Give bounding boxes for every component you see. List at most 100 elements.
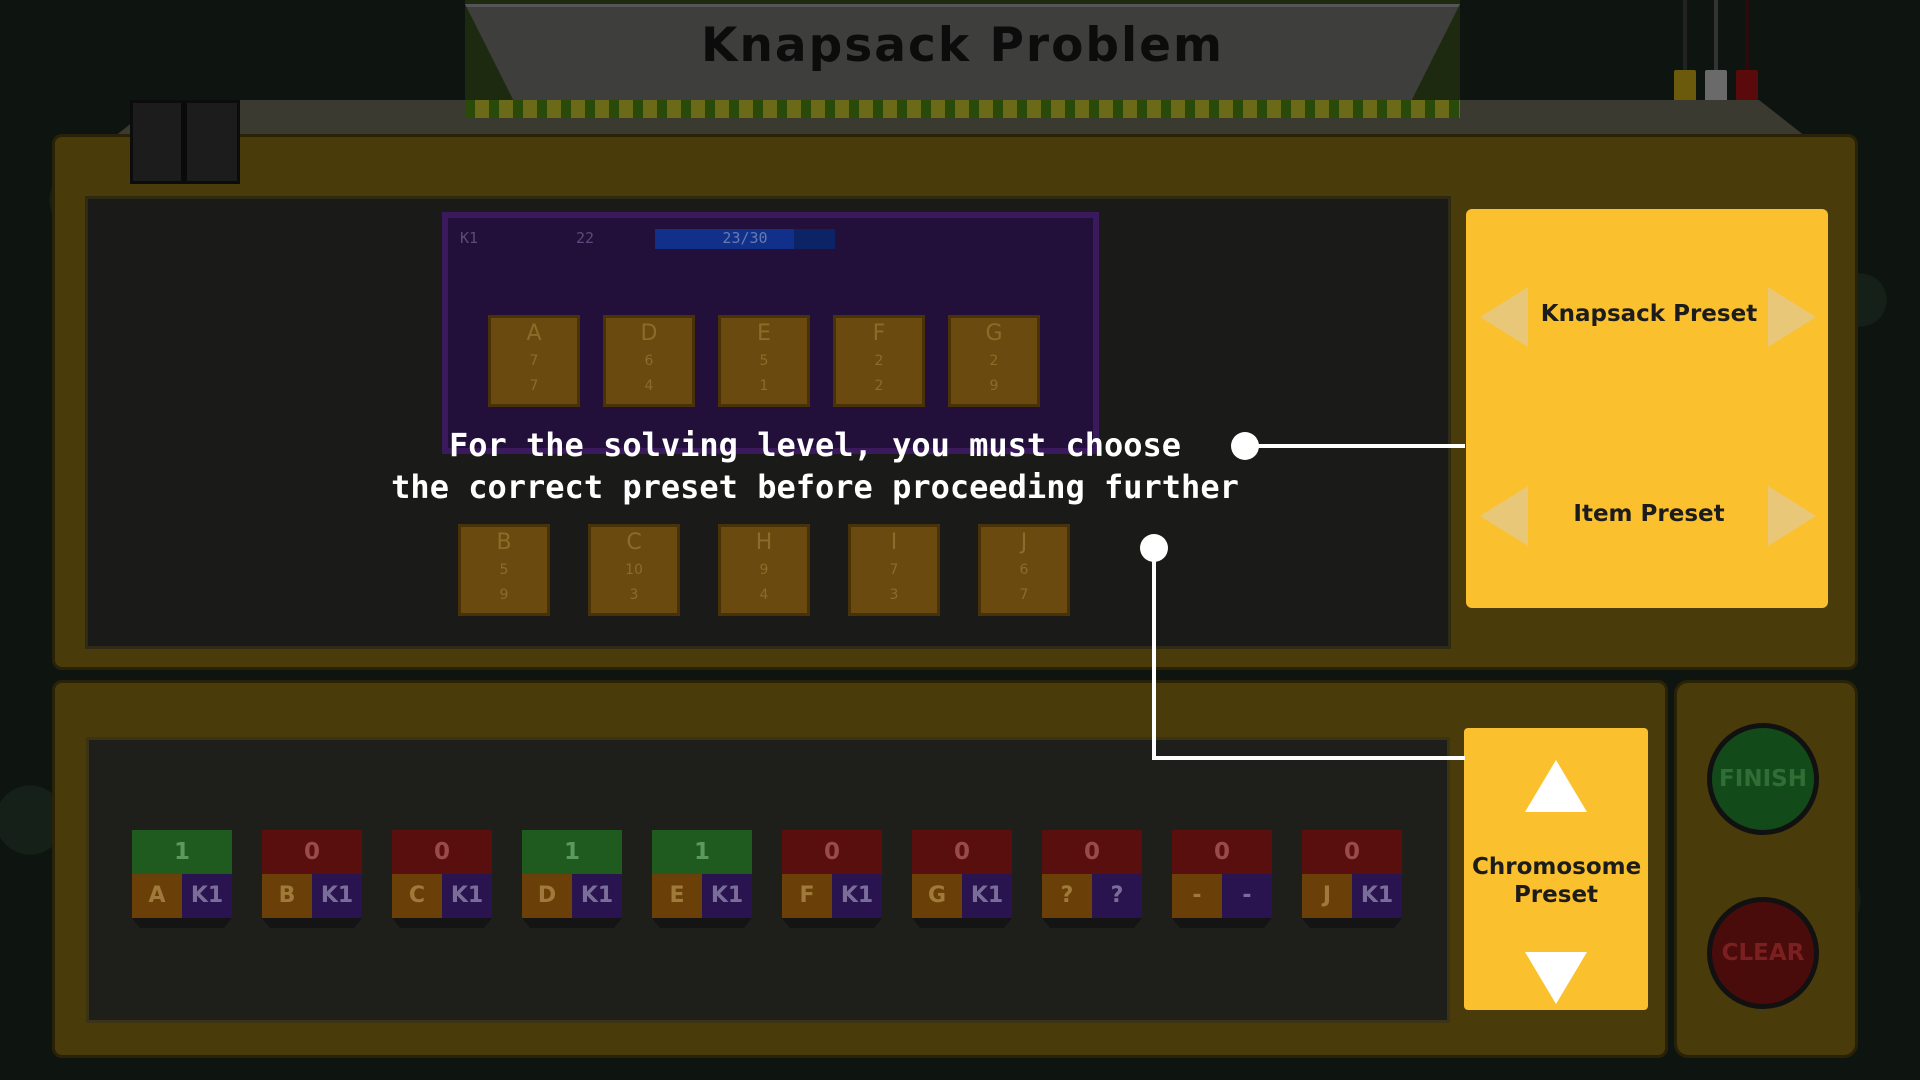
gene-item: D <box>522 874 572 918</box>
item-preset-label: Item Preset <box>1573 501 1725 527</box>
knapsack-value: 22 <box>576 229 595 247</box>
knapsack-name: K1 <box>460 229 479 247</box>
item-weight: 3 <box>889 587 899 603</box>
item-card[interactable]: B 5 9 <box>458 524 550 616</box>
item-card[interactable]: E 5 1 <box>718 315 810 407</box>
knapsack-preset-label: Knapsack Preset <box>1540 301 1758 327</box>
item-name: C <box>626 530 642 555</box>
item-weight: 2 <box>874 378 884 394</box>
item-name: B <box>496 530 512 555</box>
item-value: 7 <box>889 562 899 578</box>
chromosome-preset-label: Chromosome Preset <box>1472 854 1642 908</box>
gene-bit: 1 <box>652 830 752 874</box>
finish-button[interactable]: FINISH <box>1707 723 1819 835</box>
gene-knapsack: K1 <box>962 874 1012 918</box>
pointer-line-chromosome-horizontal <box>1152 756 1465 760</box>
gene-knapsack: K1 <box>572 874 622 918</box>
gene-item: G <box>912 874 962 918</box>
gene-knapsack: K1 <box>442 874 492 918</box>
gene-item: E <box>652 874 702 918</box>
item-value: 2 <box>989 353 999 369</box>
capacity-bar-fill <box>655 229 794 249</box>
gene-bit: 1 <box>132 830 232 874</box>
item-name: G <box>985 321 1003 346</box>
gene-knapsack: K1 <box>832 874 882 918</box>
gene-shadow <box>1042 918 1142 928</box>
gene-knapsack: K1 <box>182 874 232 918</box>
gene-item: F <box>782 874 832 918</box>
tutorial-line-1: For the solving level, you must choose <box>448 426 1182 464</box>
item-card[interactable]: F 2 2 <box>833 315 925 407</box>
gene-item: B <box>262 874 312 918</box>
knapsack-preset-next-button[interactable] <box>1768 287 1816 347</box>
item-weight: 4 <box>759 587 769 603</box>
capacity-bar <box>655 229 835 249</box>
gene-item: J <box>1302 874 1352 918</box>
gene-bit: 0 <box>392 830 492 874</box>
capacity-text: 23/30 <box>722 229 768 247</box>
item-card[interactable]: A 7 7 <box>488 315 580 407</box>
gene-knapsack: - <box>1222 874 1272 918</box>
title-connector <box>465 100 1460 118</box>
item-preset-next-button[interactable] <box>1768 486 1816 546</box>
gene-shadow <box>782 918 882 928</box>
item-weight: 9 <box>499 587 509 603</box>
knapsack-preset-prev-button[interactable] <box>1480 287 1528 347</box>
item-value: 2 <box>874 353 884 369</box>
item-weight: 4 <box>644 378 654 394</box>
item-value: 5 <box>499 562 509 578</box>
tutorial-text: For the solving level, you must choose t… <box>340 424 1290 508</box>
item-weight: 3 <box>629 587 639 603</box>
gene-tile[interactable]: 0-- <box>1172 830 1272 928</box>
item-weight: 7 <box>529 378 539 394</box>
gene-bit: 1 <box>522 830 622 874</box>
gene-shadow <box>1172 918 1272 928</box>
item-value: 10 <box>625 562 643 578</box>
gene-item: C <box>392 874 442 918</box>
item-weight: 1 <box>759 378 769 394</box>
item-name: E <box>757 321 771 346</box>
pointer-line-chromosome-vertical <box>1152 548 1156 760</box>
gene-shadow <box>652 918 752 928</box>
gene-shadow <box>132 918 232 928</box>
item-preset-prev-button[interactable] <box>1480 486 1528 546</box>
title-plate <box>465 4 1460 103</box>
item-weight: 9 <box>989 378 999 394</box>
gene-item: ? <box>1042 874 1092 918</box>
clear-button[interactable]: CLEAR <box>1707 897 1819 1009</box>
gene-shadow <box>392 918 492 928</box>
gene-shadow <box>912 918 1012 928</box>
item-name: I <box>890 530 898 555</box>
tutorial-line-2: the correct preset before proceeding fur… <box>391 468 1239 506</box>
gene-shadow <box>522 918 622 928</box>
item-card[interactable]: D 6 4 <box>603 315 695 407</box>
item-value: 7 <box>529 353 539 369</box>
item-value: 6 <box>644 353 654 369</box>
item-name: A <box>526 321 542 346</box>
item-name: J <box>1020 530 1028 555</box>
gene-tile[interactable]: 0?? <box>1042 830 1142 928</box>
item-name: F <box>872 321 886 346</box>
item-card[interactable]: I 7 3 <box>848 524 940 616</box>
gene-item: A <box>132 874 182 918</box>
chromosome-preset-up-button[interactable] <box>1525 760 1587 812</box>
item-name: D <box>640 321 658 346</box>
handle-icon <box>130 100 240 184</box>
item-card[interactable]: C 10 3 <box>588 524 680 616</box>
item-value: 5 <box>759 353 769 369</box>
item-value: 9 <box>759 562 769 578</box>
gene-bit: 0 <box>782 830 882 874</box>
item-card[interactable]: G 2 9 <box>948 315 1040 407</box>
gene-knapsack: K1 <box>312 874 362 918</box>
chromosome-preset-down-button[interactable] <box>1525 952 1587 1004</box>
